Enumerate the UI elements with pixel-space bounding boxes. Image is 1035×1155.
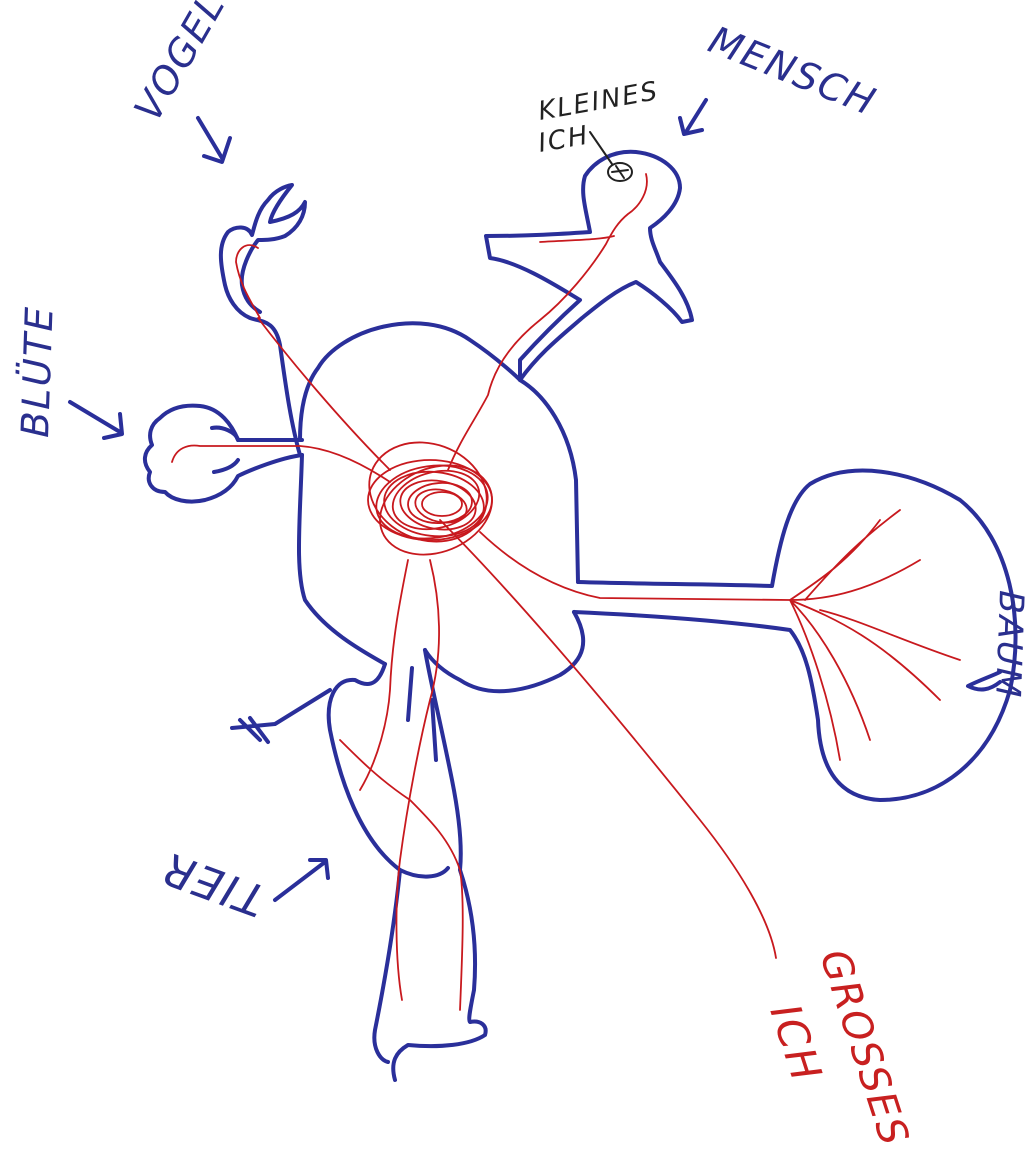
label-tier: TIER <box>154 841 271 925</box>
label-mensch: MENSCH <box>703 18 883 125</box>
human-outline <box>486 152 692 380</box>
tree-outline <box>574 471 1016 800</box>
central-body-outline <box>299 323 583 691</box>
flower-red-line <box>172 446 390 482</box>
label-kleines-ich-line1: KLEINES <box>536 76 661 127</box>
bird-red-line <box>236 245 390 470</box>
label-grosses-ich-line1: GROSSES <box>810 944 917 1153</box>
flower-inner <box>212 428 238 472</box>
arrow-icon <box>198 118 230 162</box>
tree-red-branches <box>790 510 960 760</box>
label-vogel: VOGEL <box>126 0 234 128</box>
human-red-line <box>448 174 647 470</box>
arrow-icon <box>680 100 706 134</box>
label-baum: BAUM <box>987 590 1031 700</box>
arrow-icon <box>232 690 330 742</box>
bird-outline <box>221 185 305 455</box>
label-bluete: BLÜTE <box>13 305 62 439</box>
arrow-icon <box>275 860 328 900</box>
tree-red-trunk <box>480 532 790 600</box>
arrow-icon <box>70 402 122 438</box>
flower-outline <box>145 406 302 502</box>
small-self-eye-scribble <box>612 166 628 178</box>
animal-red-line <box>340 560 463 1010</box>
label-grosses-ich-line2: ICH <box>760 998 831 1089</box>
big-self-tangle <box>355 426 505 570</box>
